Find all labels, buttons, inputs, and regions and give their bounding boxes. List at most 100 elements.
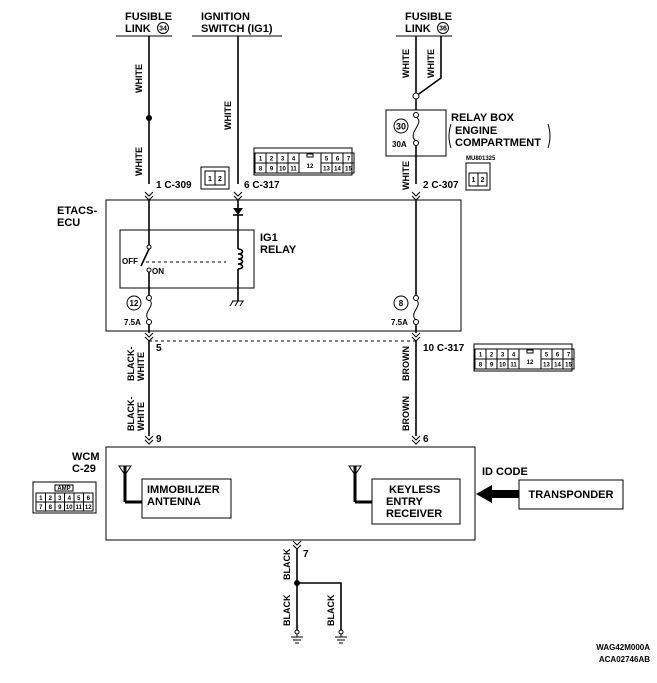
connector-cell-label: 3: [501, 353, 505, 359]
pin-9: 9: [156, 434, 162, 445]
wire-color-black: BLACK: [326, 594, 336, 626]
connector-c307-icon: MU801325 1 2: [465, 156, 496, 191]
fuse-30-badge: [393, 118, 409, 134]
antenna-icon: [118, 465, 142, 504]
connector-cell-label: 14: [334, 167, 341, 173]
wire-color-brown: BROWN: [401, 346, 411, 381]
ignition-switch-line2: SWITCH (IG1): [201, 23, 273, 35]
diode-icon: [233, 208, 243, 215]
fusible-link-34-badge: [157, 22, 169, 34]
bracket-left: [448, 123, 452, 149]
connector-marks-wcm: [144, 435, 421, 445]
connector-cell-label: 11: [76, 505, 83, 511]
wire-color-brown: BROWN: [401, 396, 411, 431]
antenna-icon: [348, 465, 372, 504]
connector-cell-label: 3: [281, 157, 285, 163]
pin-c309: 1 C-309: [156, 180, 192, 191]
connector-cell-label: 8: [259, 167, 263, 173]
wire-black-ground: 7 BLACK BLACK BLACK: [282, 540, 347, 644]
wire-color-black-white-2: WHITE: [136, 352, 146, 381]
relay-box: 30 30A RELAY BOX ENGINE COMPARTMENT WHIT…: [385, 99, 551, 190]
ig1-relay-frame: [119, 229, 255, 289]
fuse-30-rating: 30A: [392, 140, 407, 149]
connector-cell-label: 11: [510, 363, 517, 369]
c307-cell: 1: [472, 177, 476, 184]
ig1-relay-line1: IG1: [260, 232, 278, 244]
ground-icon: [229, 300, 244, 307]
etacs-line2: ECU: [57, 217, 80, 229]
fusible-link-36-word2: LINK: [405, 23, 431, 35]
connector-cell-label: 3: [58, 496, 62, 502]
fuse-12-num: 12: [130, 299, 139, 308]
wire-black-white: BLACK- WHITE BLACK- WHITE: [126, 341, 150, 436]
wire-color-white: WHITE: [134, 147, 144, 176]
connector-cell-label: 9: [490, 363, 494, 369]
connector-cell-label: 13: [323, 167, 330, 173]
connector-cell-label: 2: [270, 157, 274, 163]
connector-cell-label: 1: [259, 157, 263, 163]
connector-cell-label: 1: [39, 496, 43, 502]
relay-switch-blade: [140, 248, 150, 267]
fuse-8-num: 8: [399, 299, 404, 308]
fuse-30-num: 30: [396, 122, 406, 132]
connector-latch: [526, 349, 534, 354]
fusible-link-34-word1: FUSIBLE: [125, 11, 172, 23]
ground-icon: [291, 629, 303, 644]
connector-cell-label: 10: [279, 167, 286, 173]
connector-cell-label: 4: [512, 353, 516, 359]
splice-dot: [146, 115, 152, 121]
relay-contact-on: [146, 267, 152, 273]
fuse-30-element: [412, 116, 420, 142]
fusible-link-36-label: FUSIBLE LINK 36: [396, 11, 452, 37]
ignition-switch-line1: IGNITION: [201, 11, 250, 23]
figure-code-2: ACA02746AB: [599, 655, 650, 664]
connector-cell-label: 2: [49, 496, 53, 502]
connector-cell-label: 7: [567, 353, 571, 359]
transponder-label: TRANSPONDER: [529, 489, 614, 501]
keyless-line1: KEYLESS: [389, 484, 440, 496]
connector-center-cell: [298, 152, 322, 174]
connector-cell-label: 2: [490, 353, 494, 359]
immobilizer-antenna-box: [141, 478, 232, 519]
fusible-link-34-num: 34: [159, 26, 167, 33]
fuse-12-element: [146, 299, 152, 321]
fusible-link-36-badge: [437, 22, 449, 34]
ig1-relay-line2: RELAY: [260, 244, 297, 256]
relay-box-title: RELAY BOX: [451, 112, 515, 124]
connector-cell-label: 4: [292, 157, 296, 163]
fusible-link-36-word1: FUSIBLE: [405, 11, 452, 23]
wire-fusible-36: WHITE WHITE: [401, 36, 442, 100]
wire-color-white: WHITE: [134, 64, 144, 93]
fuse-8-element: [413, 299, 419, 321]
connector-cell-label: 8: [49, 505, 53, 511]
connector-latch: [306, 153, 314, 158]
connector-cell-label: 13: [543, 363, 550, 369]
fuse-8-badge: [393, 295, 409, 311]
wire-ignition: WHITE: [223, 36, 239, 184]
relay-box-sub2: COMPARTMENT: [455, 137, 541, 149]
c29-tag: AMP: [57, 486, 70, 492]
ground-icon: [335, 629, 347, 644]
pin-6: 6: [423, 434, 429, 445]
c309-cell: 1: [208, 176, 212, 183]
transponder-box: [518, 479, 624, 510]
connector-marks-top: [144, 191, 421, 201]
wire-fusible-34: WHITE WHITE: [134, 36, 152, 184]
pin-c317-6: 6 C-317: [244, 180, 280, 191]
connector-cell-label: 10: [499, 363, 506, 369]
keyless-line2: ENTRY: [386, 496, 424, 508]
id-code-label: ID CODE: [482, 466, 528, 478]
connector-marks-bottom: [144, 324, 421, 342]
fuse-12-badge: [126, 295, 142, 311]
connector-cell: [562, 358, 575, 370]
connector-cell-label: 9: [58, 505, 62, 511]
wcm-line1: WCM: [72, 451, 100, 463]
connector-cell-label: 7: [39, 505, 43, 511]
relay-box-sub1: ENGINE: [455, 125, 497, 137]
connector-cell-label: 6: [87, 496, 91, 502]
connector-cell-label: 5: [77, 496, 81, 502]
connector-center-cell: [518, 348, 542, 370]
connector-cell-label: 15: [345, 167, 352, 173]
